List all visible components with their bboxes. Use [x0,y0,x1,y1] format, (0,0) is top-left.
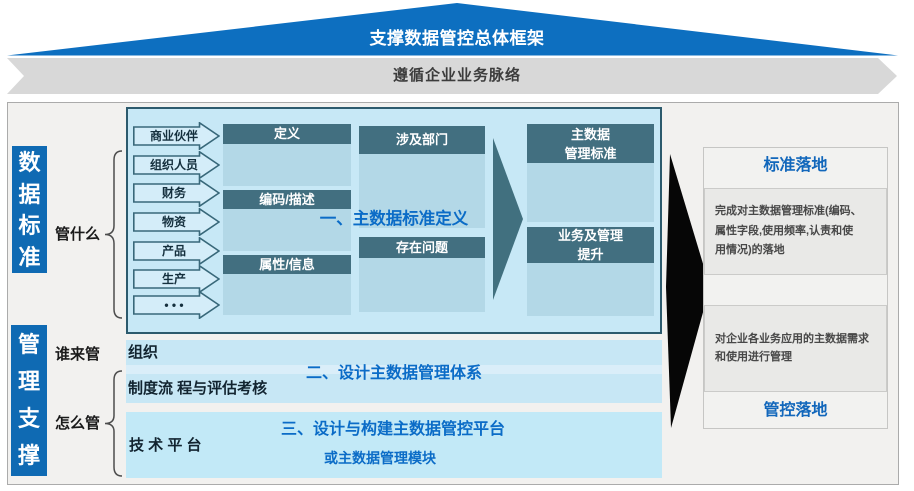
section-three-title-line1: 三、设计与构建主数据管控平台 [280,421,505,438]
output-header-line: 主数据 [570,126,610,142]
entity-arrow-label: 财务 [161,186,186,200]
brace-manage-what [104,150,123,319]
middle-body-departments [359,154,485,228]
side-label-data-standards: 数据标准 [12,146,47,273]
entity-arrow-more: • • • [133,291,220,319]
platform-label: 技 术 平 台 [129,437,202,454]
system-row-process [126,374,662,403]
process-label: 制度流 程与评估考核 [128,380,268,397]
aspect-body-attributes [223,274,351,315]
aspect-header-attributes: 属性/信息 [223,255,351,274]
middle-header-problems: 存在问题 [359,237,485,258]
entity-arrow-org-personnel: 组织人员 [133,151,220,179]
side-label-management-support: 管理支撑 [11,325,47,476]
organization-label: 组织 [128,344,159,361]
entity-arrow-product: 产品 [133,237,220,265]
middle-header-departments: 涉及部门 [359,126,485,154]
black-output-arrow [666,154,710,428]
banner-title: 支撑数据管控总体框架 [369,29,545,48]
ribbon-arrow-shape [7,58,897,94]
question-how-to-manage: 怎么管 [55,415,101,432]
system-row-gap [126,365,662,374]
output-header-line: 业务及管理 [557,228,623,243]
output-header-business-improvement: 业务及管理 提升 [527,227,654,263]
entity-arrow-label: 产品 [161,244,186,258]
platform-band [126,412,662,478]
middle-body-problems [359,258,485,312]
entity-arrow-production: 生产 [133,265,220,293]
section-three-title-line2: 或主数据管理模块 [324,450,436,466]
output-body-master-data-standard [527,163,654,222]
entity-arrow-materials: 物资 [133,208,220,236]
output-body-business-improvement [527,263,654,316]
entity-arrow-label: 物资 [161,215,186,229]
aspect-header-definition: 定义 [223,124,351,144]
entity-arrow-label: • • • [164,298,184,312]
entity-arrow-label: 商业伙伴 [149,129,198,143]
question-who-manages: 谁来管 [55,346,101,363]
standards-landing-title: 标准落地 [763,157,828,174]
standards-landing-text: 完成对主数据管理标准(编码、 属性字段,使用频率,认责和使 用情况)的落地 [715,205,862,257]
section-two-title: 二、设计主数据管理体系 [305,365,482,382]
governance-landing-text-box: 对企业各业务应用的主数据需求 和使用进行管理 [704,305,887,392]
panel-flow-triangle [493,138,523,300]
standards-landing-text-box: 完成对主数据管理标准(编码、 属性字段,使用频率,认责和使 用情况)的落地 [704,188,887,275]
system-row-organization [126,340,662,365]
governance-landing-title: 管控落地 [763,402,828,419]
entity-arrow-label: 组织人员 [149,158,198,172]
section-one-title: 一、主数据标准定义 [319,210,469,228]
brace-how-to-manage [104,370,123,477]
banner-roof-shape [7,3,898,56]
governance-landing-text: 对企业各业务应用的主数据需求 和使用进行管理 [715,332,869,363]
aspect-body-definition [223,144,351,186]
question-manage-what: 管什么 [55,226,101,243]
output-header-line: 管理标准 [564,145,617,161]
aspect-body-coding [223,209,351,251]
ribbon-title: 遵循企业业务脉络 [392,67,521,84]
entity-arrow-business-partner: 商业伙伴 [133,122,220,150]
aspect-header-coding: 编码/描述 [223,190,351,209]
entity-arrow-finance: 财务 [133,179,220,207]
entity-arrow-label: 生产 [161,272,186,286]
section-three-title: 三、设计与构建主数据管控平台 或主数据管理模块 [233,419,553,469]
output-header-line: 提升 [577,247,604,262]
output-header-master-data-standard: 主数据 管理标准 [527,124,654,163]
